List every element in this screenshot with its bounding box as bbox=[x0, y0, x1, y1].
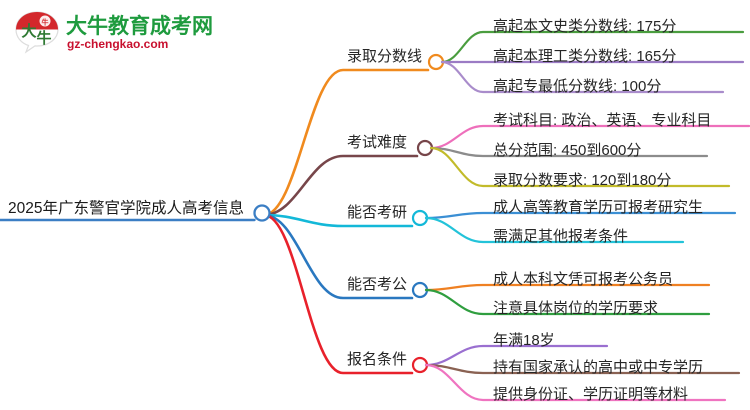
mindmap-branch-3[interactable]: 能否考研 bbox=[347, 204, 408, 221]
mindmap-leaf-4-1[interactable]: 成人本科文凭可报考公务员 bbox=[493, 271, 674, 288]
mindmap-leaf-2-2[interactable]: 总分范围: 450到600分 bbox=[493, 142, 642, 159]
mindmap-leaf-5-1[interactable]: 年满18岁 bbox=[493, 332, 555, 349]
mindmap-leaf-3-2[interactable]: 需满足其他报考条件 bbox=[493, 228, 629, 245]
mindmap-leaf-5-3[interactable]: 提供身份证、学历证明等材料 bbox=[493, 386, 689, 403]
speech-bubble-logo-icon: 大 牛 牛 bbox=[15, 11, 59, 54]
svg-text:大: 大 bbox=[21, 22, 36, 40]
mindmap-leaf-2-3[interactable]: 录取分数要求: 120到180分 bbox=[493, 172, 672, 189]
mindmap-leaf-3-1[interactable]: 成人高等教育学历可报考研究生 bbox=[493, 199, 704, 216]
mindmap-leaf-1-2[interactable]: 高起本理工类分数线: 165分 bbox=[493, 48, 677, 65]
mindmap-branch-2[interactable]: 考试难度 bbox=[347, 134, 408, 151]
mindmap-leaf-4-2[interactable]: 注意具体岗位的学历要求 bbox=[493, 300, 659, 317]
mindmap-leaf-2-1[interactable]: 考试科目: 政治、英语、专业科目 bbox=[493, 112, 712, 129]
logo-url-text: gz-chengkao.com bbox=[67, 37, 169, 51]
svg-text:牛: 牛 bbox=[36, 29, 51, 47]
mindmap-branch-5[interactable]: 报名条件 bbox=[347, 351, 408, 368]
mindmap-branch-4[interactable]: 能否考公 bbox=[347, 276, 408, 293]
svg-text:牛: 牛 bbox=[42, 18, 49, 27]
mindmap-branch-1[interactable]: 录取分数线 bbox=[347, 48, 423, 65]
logo-name-text: 大牛教育成考网 bbox=[66, 15, 213, 38]
mindmap-leaf-5-2[interactable]: 持有国家承认的高中或中专学历 bbox=[493, 359, 704, 376]
site-logo[interactable]: 大 牛 牛 大牛教育成考网 gz-chengkao.com bbox=[14, 8, 213, 58]
mindmap-root-node[interactable]: 2025年广东警官学院成人高考信息 bbox=[8, 200, 244, 217]
mindmap-leaf-1-1[interactable]: 高起本文史类分数线: 175分 bbox=[493, 18, 677, 35]
mindmap-leaf-1-3[interactable]: 高起专最低分数线: 100分 bbox=[493, 78, 662, 95]
